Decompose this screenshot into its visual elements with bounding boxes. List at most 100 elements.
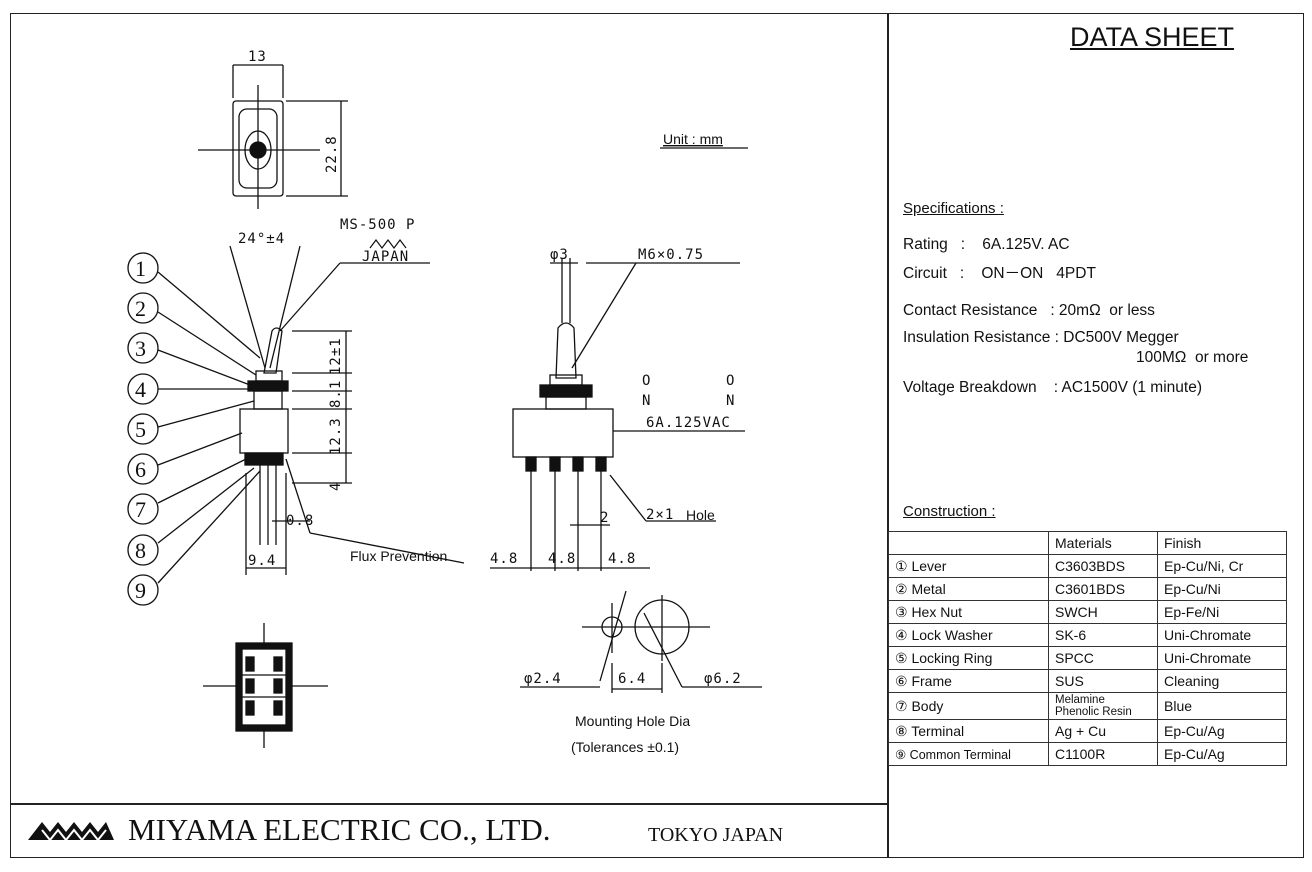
callout-6: 6 [135, 457, 146, 482]
company-logo-icon [28, 822, 114, 842]
part-cell: ② Metal [888, 577, 1049, 601]
table-row: ③ Hex Nut SWCH Ep-Fe/Ni [888, 600, 1287, 624]
spec-rating: Rating : 6A.125V. AC [903, 236, 1070, 253]
part-cell: ③ Hex Nut [888, 600, 1049, 624]
table-row: ⑤ Locking Ring SPCC Uni-Chromate [888, 646, 1287, 670]
construction-heading: Construction : [903, 503, 996, 520]
table-row: ⑦ Body Melamine Phenolic Resin Blue [888, 692, 1287, 720]
company-name: MIYAMA ELECTRIC CO., LTD. [128, 812, 551, 847]
on-right-1: O [726, 373, 735, 389]
hole-small-dia: φ2.4 [524, 671, 562, 687]
dim-4: 4 [328, 482, 344, 491]
tolerance-label: (Tolerances ±0.1) [571, 739, 679, 755]
material-cell: SWCH [1048, 600, 1158, 624]
spec-insulation-resistance: Insulation Resistance : DC500V Megger [903, 329, 1179, 346]
material-cell: C3601BDS [1048, 577, 1158, 601]
part-cell: ⑤ Locking Ring [888, 646, 1049, 670]
material-cell: C1100R [1048, 742, 1158, 766]
model-label: MS-500 P [340, 217, 415, 233]
callout-9: 9 [135, 578, 146, 603]
pitch-c: 4.8 [608, 551, 636, 567]
part-cell: ① Lever [888, 554, 1049, 578]
table-row: ① Lever C3603BDS Ep-Cu/Ni, Cr [888, 554, 1287, 578]
spec-circuit: Circuit : ON－ON 4PDT [903, 265, 1096, 282]
dim-thread: M6×0.75 [638, 247, 704, 263]
table-header-row: Materials Finish [888, 531, 1287, 555]
callout-8: 8 [135, 538, 146, 563]
pitch-a: 4.8 [490, 551, 518, 567]
finish-cell: Ep-Cu/Ni [1157, 577, 1287, 601]
construction-table: Materials Finish ① Lever C3603BDS Ep-Cu/… [888, 531, 1287, 766]
part-cell: ④ Lock Washer [888, 623, 1049, 647]
japan-logo [369, 239, 407, 249]
part-cell: ⑧ Terminal [888, 719, 1049, 743]
finish-cell: Blue [1157, 692, 1287, 720]
footer-divider [10, 803, 888, 805]
finish-cell: Ep-Cu/Ag [1157, 719, 1287, 743]
finish-cell: Ep-Cu/Ni, Cr [1157, 554, 1287, 578]
side-view [229, 245, 465, 575]
finish-cell: Ep-Fe/Ni [1157, 600, 1287, 624]
callout-2: 2 [135, 296, 146, 321]
header-part [888, 531, 1049, 555]
table-row: ⑨ Common Terminal C1100R Ep-Cu/Ag [888, 742, 1287, 766]
dim-width: 13 [248, 49, 267, 65]
spec-contact-resistance: Contact Resistance : 20mΩ or less [903, 302, 1155, 319]
spec-voltage-breakdown: Voltage Breakdown : AC1500V (1 minute) [903, 379, 1202, 396]
dim-12-3: 12.3 [328, 417, 344, 455]
finish-cell: Cleaning [1157, 669, 1287, 693]
dim-height: 22.8 [324, 135, 340, 173]
part-cell: ⑦ Body [888, 692, 1049, 720]
bottom-view [203, 623, 328, 748]
front-view [490, 258, 745, 571]
on-right-2: N [726, 393, 735, 409]
rating-marking: 6A.125VAC [646, 415, 731, 431]
hole-spacing: 6.4 [618, 671, 646, 687]
dim-8: 8.1 [328, 380, 344, 408]
on-left-1: O [642, 373, 651, 389]
material-cell: C3603BDS [1048, 554, 1158, 578]
callout-7: 7 [135, 497, 146, 522]
finish-cell: Uni-Chromate [1157, 623, 1287, 647]
finish-cell: Ep-Cu/Ag [1157, 742, 1287, 766]
flux-prevention-label: Flux Prevention [350, 548, 447, 564]
callouts [127, 252, 261, 606]
origin-label: JAPAN [362, 249, 409, 265]
table-row: ⑥ Frame SUS Cleaning [888, 669, 1287, 693]
dim-2: 2 [600, 510, 609, 526]
material-cell: Ag + Cu [1048, 719, 1158, 743]
material-cell: SPCC [1048, 646, 1158, 670]
dim-angle: 24°±4 [238, 231, 285, 247]
material-cell: Melamine Phenolic Resin [1048, 692, 1158, 720]
on-left-2: N [642, 393, 651, 409]
callout-5: 5 [135, 417, 146, 442]
table-row: ② Metal C3601BDS Ep-Cu/Ni [888, 577, 1287, 601]
unit-label: Unit : mm [663, 131, 723, 147]
table-row: ⑧ Terminal Ag + Cu Ep-Cu/Ag [888, 719, 1287, 743]
dim-hole: 2×1 [646, 507, 674, 523]
specifications-heading: Specifications : [903, 200, 1004, 217]
top-view [198, 64, 348, 209]
callout-4: 4 [135, 377, 146, 402]
material-cell: SUS [1048, 669, 1158, 693]
company-location: TOKYO JAPAN [648, 824, 784, 846]
callout-1: 1 [135, 256, 146, 281]
technical-drawing: 13 22.8 24°±4 MS-500 P JAPAN 12±1 8.1 [127, 49, 762, 755]
sheet-border [10, 13, 1304, 858]
page-title: DATA SHEET [1070, 22, 1235, 52]
callout-3: 3 [135, 336, 146, 361]
dim-9-4: 9.4 [248, 553, 276, 569]
part-cell: ⑥ Frame [888, 669, 1049, 693]
part-cell: ⑨ Common Terminal [888, 742, 1049, 766]
dim-lever-dia: φ3 [550, 247, 569, 263]
vertical-divider [887, 13, 889, 858]
hole-label: Hole [686, 507, 715, 523]
table-row: ④ Lock Washer SK-6 Uni-Chromate [888, 623, 1287, 647]
finish-cell: Uni-Chromate [1157, 646, 1287, 670]
material-cell: SK-6 [1048, 623, 1158, 647]
dim-12: 12±1 [328, 337, 344, 375]
hole-large-dia: φ6.2 [704, 671, 742, 687]
spec-insulation-value: 100MΩ or more [1136, 349, 1249, 366]
header-finish: Finish [1157, 531, 1287, 555]
header-materials: Materials [1048, 531, 1158, 555]
